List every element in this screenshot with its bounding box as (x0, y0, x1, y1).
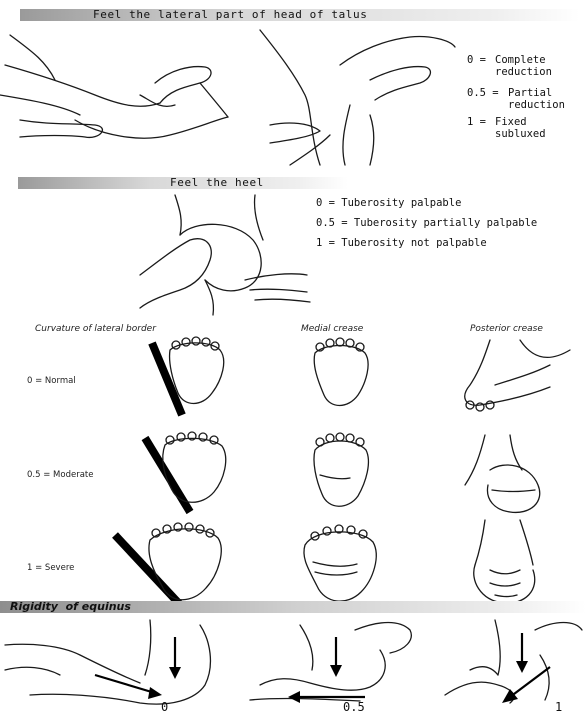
medial-crease-sole-severe (295, 520, 385, 610)
legend-item-score: 1 = (467, 116, 486, 128)
section2-title: Feel the heel (170, 176, 264, 190)
legend-item: 1 = Tuberosity not palpable (316, 237, 487, 249)
heel-hand-illustration (135, 190, 315, 320)
posterior-crease-foot-severe (455, 515, 565, 610)
row-label: 0 = Normal (27, 376, 76, 386)
legend-item-text: Partial reduction (508, 87, 565, 111)
score-label: 1 (555, 700, 562, 714)
legend-item-text: Fixed subluxed (495, 116, 546, 140)
score-label: 0 (161, 700, 168, 714)
section4-title: Rigidity of equinus (10, 600, 131, 613)
talus-hand-illustration-left (0, 25, 235, 175)
lateral-border-sole-moderate (140, 430, 240, 520)
column-header: Curvature of lateral border (35, 324, 156, 334)
legend-item-text: Complete reduction (495, 54, 552, 78)
row-label: 1 = Severe (27, 563, 74, 573)
row-label: 0.5 = Moderate (27, 470, 93, 480)
score-label: 0.5 (343, 700, 365, 714)
talus-hand-illustration-right (250, 25, 460, 175)
column-header: Medial crease (301, 324, 363, 334)
legend-item: 0 = Tuberosity palpable (316, 197, 461, 209)
rigidity-illustration-1 (440, 615, 586, 710)
rigidity-illustration-0.5 (240, 615, 420, 710)
medial-crease-sole-normal (300, 335, 380, 415)
posterior-crease-foot-moderate (450, 430, 570, 520)
lateral-border-sole-normal (140, 335, 240, 420)
legend-item-score: 0 = (467, 54, 486, 66)
column-header: Posterior crease (470, 324, 543, 334)
medial-crease-sole-moderate (300, 430, 380, 520)
section1-title: Feel the lateral part of head of talus (93, 8, 367, 22)
rigidity-illustration-0 (0, 615, 220, 710)
posterior-crease-foot-normal (450, 335, 580, 415)
legend-item-score: 0.5 = (467, 87, 499, 99)
legend-item: 0.5 = Tuberosity partially palpable (316, 217, 537, 229)
